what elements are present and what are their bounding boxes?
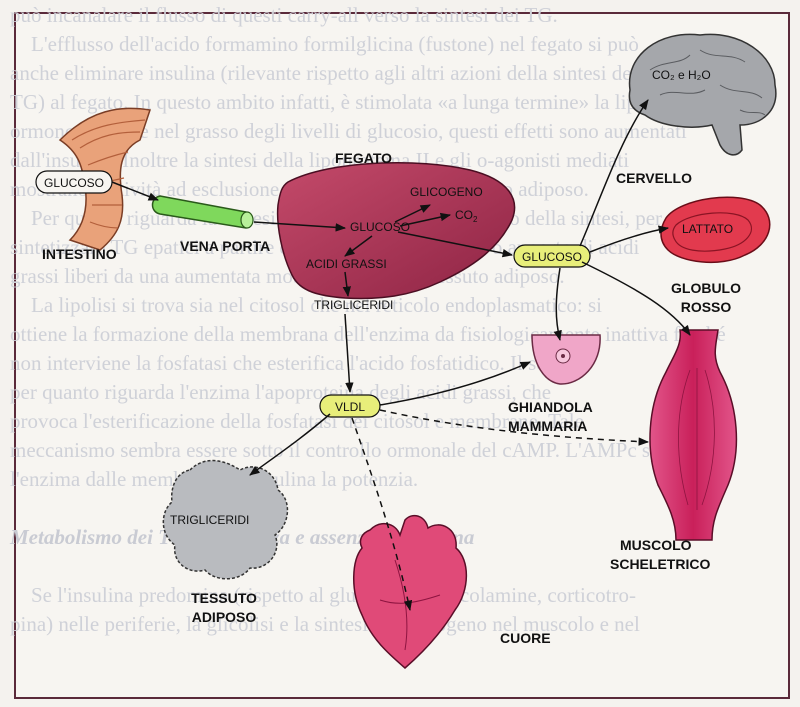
arrow-vldl-to-mammary — [379, 361, 531, 406]
glycogen-label: GLICOGENO — [410, 185, 483, 199]
adipose-shape — [162, 459, 289, 580]
co2-liver-label: CO2 — [455, 208, 478, 224]
red-cell-label-2: ROSSO — [681, 299, 732, 315]
arrow-glucose-to-red-cell — [589, 225, 670, 253]
muscle-shape — [649, 329, 738, 541]
arrow-to-triglycerides — [342, 271, 351, 298]
adipose-label-2: ADIPOSO — [192, 609, 257, 625]
mammary-label-1: GHIANDOLA — [508, 399, 593, 415]
arrow-triglycerides-to-vldl — [344, 313, 354, 394]
brain-shape — [628, 33, 777, 156]
heart-label: CUORE — [500, 630, 551, 646]
portal-vein-label: VENA PORTA — [180, 238, 270, 254]
arrow-glucose-to-muscle — [581, 261, 691, 336]
brain-label: CERVELLO — [616, 170, 692, 186]
muscle-label-1: MUSCOLO — [620, 537, 692, 553]
glucose-blood-capsule: GLUCOSO — [513, 244, 591, 268]
triglycerides-adipose-label: TRIGLICERIDI — [170, 513, 249, 527]
glucose-liver-label: GLUCOSO — [350, 220, 410, 234]
arrow-glucose-to-mammary — [553, 267, 562, 342]
vldl-capsule: VLDL — [319, 394, 381, 418]
arrow-to-co2 — [399, 212, 452, 227]
red-cell-label-1: GLOBULO — [671, 280, 741, 296]
arrow-liver-to-blood-glucose — [397, 231, 514, 258]
heart-shape — [353, 514, 468, 669]
brain-products-label: CO₂ e H₂O — [652, 68, 711, 82]
glucose-intestine-capsule: GLUCOSO — [35, 170, 113, 194]
triglycerides-liver-label: TRIGLICERIDI — [314, 298, 393, 312]
fatty-acids-label: ACIDI GRASSI — [306, 257, 387, 271]
red-cell-shape — [660, 196, 771, 264]
arrow-to-fatty-acids — [344, 235, 373, 257]
mammary-shape — [531, 334, 601, 385]
arrow-vldl-to-adipose — [249, 413, 331, 476]
liver-label: FEGATO — [335, 150, 392, 166]
intestine-label: INTESTINO — [42, 246, 117, 262]
arrow-intestine-to-portal — [111, 181, 159, 201]
glucose-blood-label: GLUCOSO — [522, 250, 582, 264]
adipose-label-1: TESSUTO — [191, 590, 257, 606]
vldl-label: VLDL — [335, 400, 365, 414]
arrow-portal-to-liver — [253, 221, 347, 232]
muscle-label-2: SCHELETRICO — [610, 556, 710, 572]
arrow-glucose-to-brain — [579, 99, 649, 247]
glucose-intestine-label: GLUCOSO — [44, 176, 104, 190]
liver-shape — [276, 162, 516, 300]
arrow-to-glycogen — [394, 204, 431, 223]
portal-vein-shape — [151, 195, 254, 229]
mammary-label-2: MAMMARIA — [508, 418, 587, 434]
lactate-label: LATTATO — [682, 222, 733, 236]
dashed-arrows — [351, 409, 650, 612]
pathway-arrows — [111, 99, 691, 476]
arrow-vldl-to-muscle — [379, 409, 650, 446]
